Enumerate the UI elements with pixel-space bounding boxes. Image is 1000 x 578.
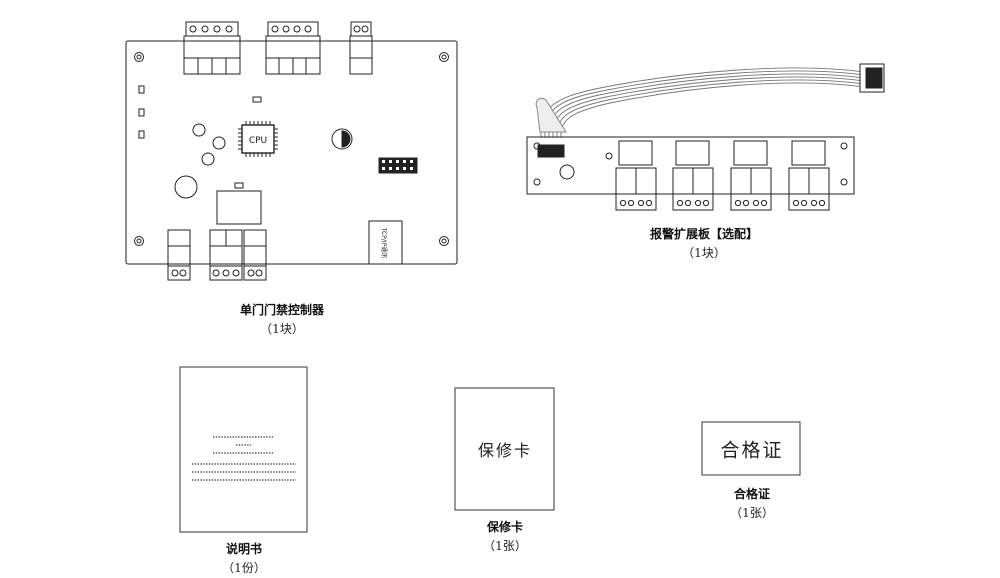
cpu-chip: CPU: [238, 121, 278, 157]
controller-title: 单门门禁控制器: [239, 303, 325, 317]
certificate-title: 合格证: [733, 487, 771, 501]
relay: [216, 190, 262, 225]
certificate-qty: （1张）: [730, 506, 774, 520]
bottom-terminal-block-1: [167, 229, 191, 281]
ribbon-cable: [540, 67, 865, 139]
pin-header: [378, 157, 418, 174]
controller-qty: （1块）: [260, 322, 304, 336]
status-leds: [138, 85, 262, 189]
warranty-card-text: 保修卡: [477, 441, 533, 460]
board-connector: [537, 144, 565, 158]
bottom-terminal-block-2: [209, 229, 243, 281]
cpu-label: CPU: [249, 136, 267, 146]
alarm-expansion-board: [526, 63, 885, 211]
capacitors: [174, 123, 353, 199]
controller-caption: 单门门禁控制器 （1块）: [240, 301, 324, 337]
bottom-terminal-block-3: [243, 229, 267, 281]
manual-qty: （1份）: [222, 561, 266, 575]
expansion-caption: 报警扩展板【选配】 （1块）: [650, 225, 758, 261]
access-controller-board: CPU TCP/IP通讯: [125, 21, 458, 281]
manual-caption: 说明书 （1份）: [222, 540, 266, 576]
expansion-terminals: [615, 167, 830, 211]
top-terminal-block-3: [349, 21, 373, 75]
warranty-card: [454, 387, 555, 511]
certificate-card: [701, 421, 801, 476]
certificate-caption: 合格证 （1张）: [730, 485, 774, 521]
warranty-title: 保修卡: [486, 520, 524, 534]
tcp-ip-label: TCP/IP通讯: [380, 227, 388, 259]
manual-text-lines: [192, 436, 296, 481]
manual-booklet: [179, 366, 308, 533]
mounting-holes: [134, 52, 449, 246]
tcp-ip-module: TCP/IP通讯: [368, 220, 403, 265]
warranty-qty: （1张）: [483, 539, 527, 553]
top-terminal-block-1: [183, 21, 241, 75]
manual-title: 说明书: [225, 542, 263, 556]
warranty-caption: 保修卡 （1张）: [483, 518, 527, 554]
expansion-qty: （1块）: [682, 246, 726, 260]
top-terminal-block-2: [265, 21, 321, 75]
certificate-card-text: 合格证: [720, 439, 784, 462]
expansion-relays: [618, 140, 826, 166]
cable-connector: [859, 63, 885, 93]
expansion-title: 报警扩展板【选配】: [649, 227, 759, 241]
